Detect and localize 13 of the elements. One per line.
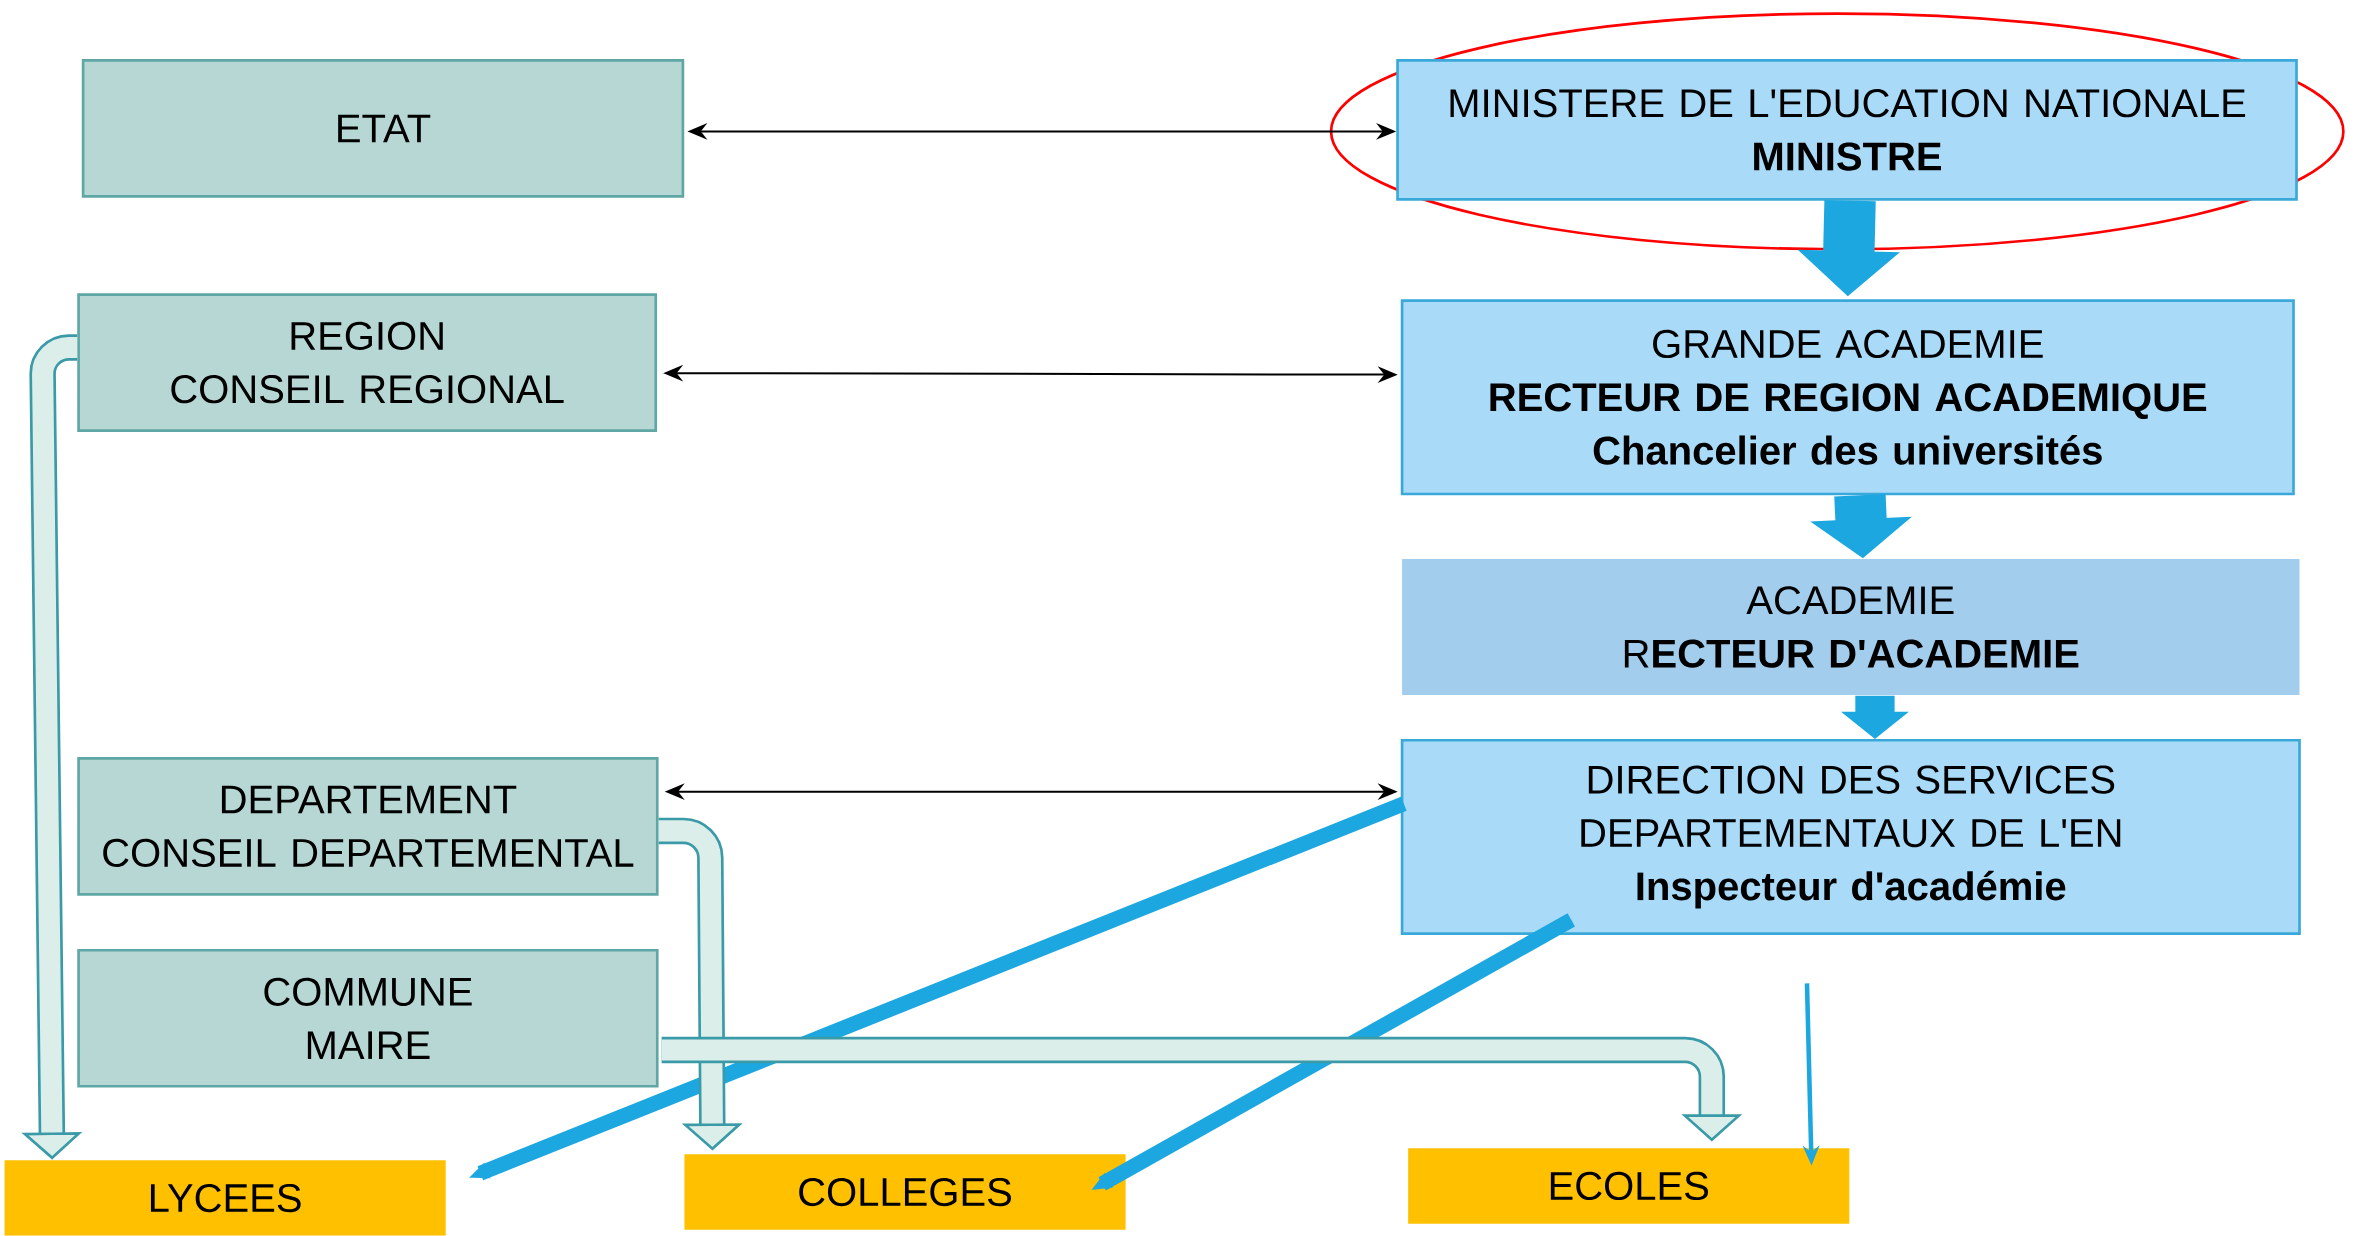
process-box: MINISTERE DE L'EDUCATION NATIONALE MINISTRE [1396,59,2298,201]
process-box: REGION CONSEIL REGIONAL [77,293,658,432]
arrow [658,817,743,1151]
process-box: LYCEES [4,1160,446,1236]
arrow [661,1036,1743,1142]
process-box: DEPARTEMENT CONSEIL DEPARTEMENTAL [77,757,659,896]
process-box: ACADEMIE RECTEUR D'ACADEMIE [1402,559,2300,696]
process-box: COMMUNE MAIRE [77,949,659,1088]
process-box: COLLEGES [684,1154,1126,1230]
process-box: DIRECTION DES SERVICES DEPARTEMENTAUX DE L'EN Inspecteur d'académie [1400,739,2301,936]
process-box: ETAT [81,59,685,198]
process-box: GRANDE ACADEMIE RECTEUR DE REGION ACADEMIQUE Chancelier des universités [1400,299,2295,496]
process-box: ECOLES [1408,1148,1850,1224]
